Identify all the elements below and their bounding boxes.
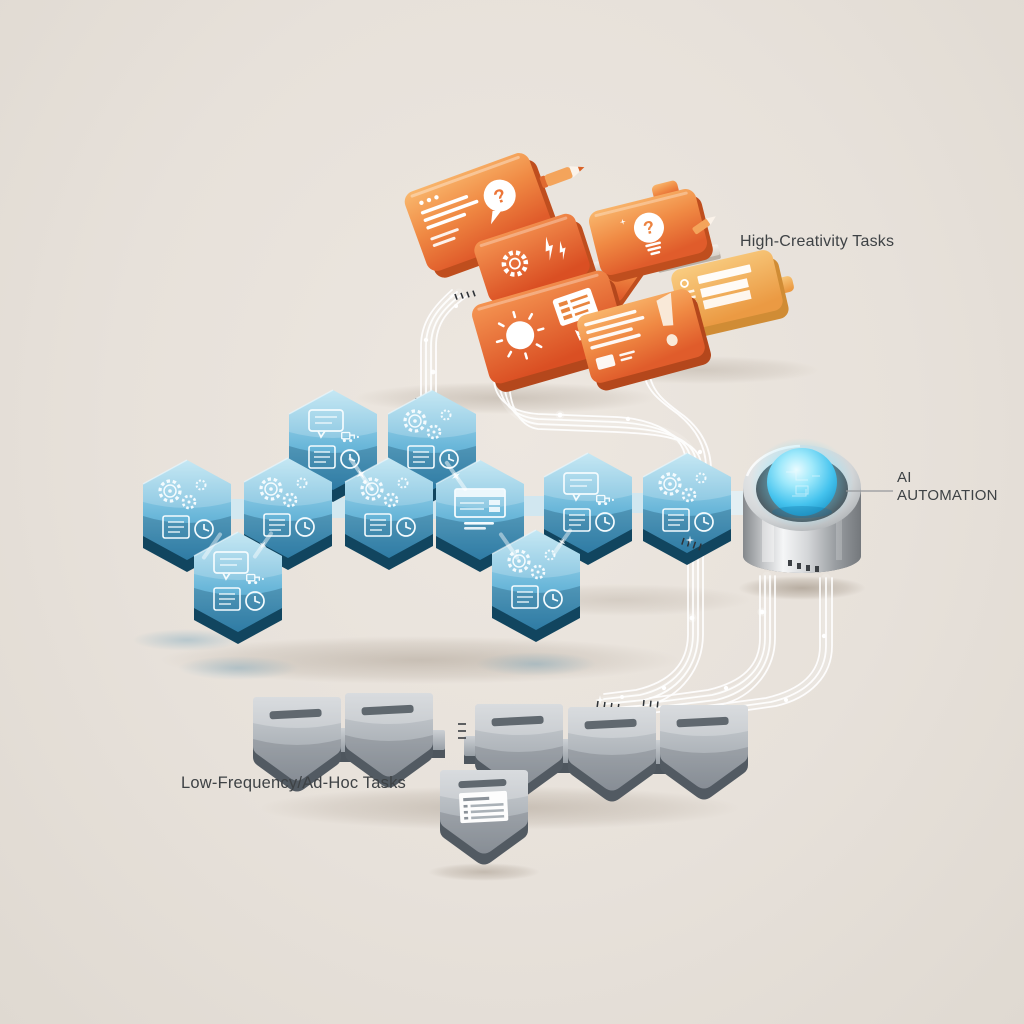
- shield-4: [568, 707, 656, 802]
- mini-pencil-icon: [692, 216, 716, 235]
- shield-5: [660, 705, 748, 800]
- ai-automation-label-line2: AUTOMATION: [897, 486, 998, 504]
- automation-pipeline: [142, 389, 748, 645]
- ai-automation-label: AI AUTOMATION: [897, 469, 998, 504]
- notes-exclamation-icon: [584, 292, 678, 370]
- ai-automation-device: [743, 438, 893, 573]
- wire-sparkles: [423, 292, 827, 705]
- form-icon: [458, 790, 509, 824]
- wire-bundle-creative-to-device: [493, 369, 712, 535]
- svg-text:?: ?: [641, 217, 657, 239]
- device-pins: [788, 560, 819, 572]
- pencil-icon: [539, 166, 585, 188]
- notes-exclamation-card: [577, 289, 711, 391]
- lightbulb-question-icon: ?: [619, 212, 664, 256]
- light-flares: [201, 457, 573, 560]
- wire-bundle-creative-to-hex: [420, 289, 468, 405]
- sun-checklist-icon: [495, 287, 599, 360]
- slot-icon: [491, 715, 544, 727]
- slot-icon: [269, 708, 322, 720]
- high-creativity-label: High-Creativity Tasks: [740, 233, 895, 250]
- text-lines-icon: [419, 195, 479, 247]
- shield-3: [475, 704, 563, 799]
- hex-gears-5: [642, 452, 732, 566]
- wire-bundles: [420, 288, 833, 717]
- high-creativity-cluster: ?: [404, 153, 794, 404]
- shield-1: [253, 697, 341, 792]
- wire-bundle-device-to-shields: [649, 575, 833, 717]
- slot-icon: [676, 716, 729, 728]
- slot-icon: [361, 704, 414, 716]
- orb-circuit-lines: [786, 471, 820, 497]
- slot-icon: [458, 778, 507, 789]
- wire-bundle-hex-to-shields: [603, 545, 704, 710]
- ai-core-orb: [767, 448, 837, 516]
- lightbulb-card: ?: [588, 180, 713, 282]
- low-frequency-label: Low-Frequency/Ad-Hoc Tasks: [181, 774, 406, 792]
- ai-automation-label-line1: AI: [897, 469, 912, 486]
- low-frequency-cluster: [253, 693, 748, 865]
- shield-2: [345, 693, 433, 788]
- question-bubble-icon: ?: [483, 179, 516, 225]
- slot-icon: [584, 718, 637, 730]
- shield-form: [440, 770, 528, 865]
